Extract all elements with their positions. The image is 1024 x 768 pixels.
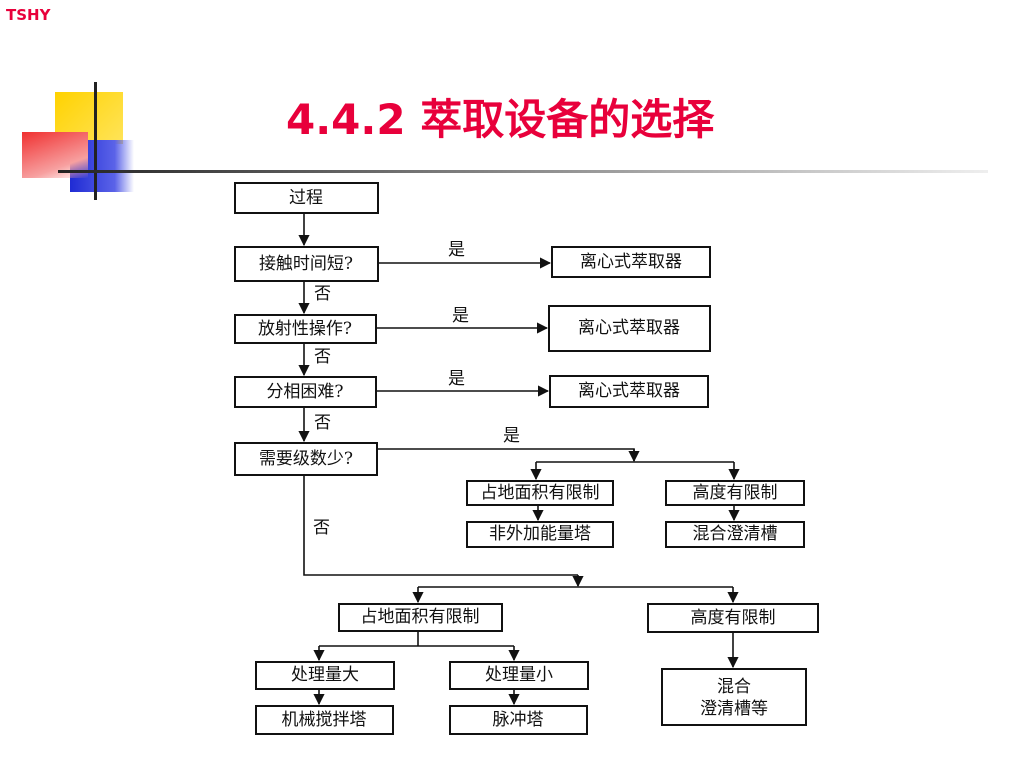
- yes-label-3: 是: [448, 369, 465, 389]
- box-q-phase-separation-text: 分相困难?: [266, 382, 343, 402]
- box-pulsed-tower: 脉冲塔: [449, 705, 588, 735]
- box-no-external-energy-tower-text: 非外加能量塔: [489, 524, 591, 544]
- box-large-throughput: 处理量大: [255, 661, 395, 690]
- no-label-3: 否: [314, 413, 331, 433]
- box-mechanical-stirred-tower: 机械搅拌塔: [255, 705, 394, 735]
- box-q-radioactive: 放射性操作?: [234, 314, 377, 344]
- box-centrifugal-1: 离心式萃取器: [551, 246, 711, 278]
- decor-vertical-line: [94, 82, 97, 200]
- decor-horizontal-rule: [58, 170, 988, 173]
- box-small-throughput-text: 处理量小: [485, 665, 553, 685]
- box-mechanical-stirred-tower-text: 机械搅拌塔: [282, 710, 367, 730]
- box-q-contact-time: 接触时间短?: [234, 246, 379, 282]
- no-label-2: 否: [314, 347, 331, 367]
- no-label-4: 否: [313, 518, 330, 538]
- yes-label-1: 是: [448, 240, 465, 260]
- yes-label-2: 是: [452, 306, 469, 326]
- box-centrifugal-2-text: 离心式萃取器: [578, 318, 680, 338]
- box-q-few-stages-text: 需要级数少?: [259, 449, 353, 469]
- no-label-1: 否: [314, 284, 331, 304]
- box-height-limited-upper-text: 高度有限制: [693, 483, 778, 503]
- box-mixer-settler-etc: 混合 澄清槽等: [661, 668, 807, 726]
- box-q-contact-time-text: 接触时间短?: [259, 254, 353, 274]
- box-area-limited-upper-text: 占地面积有限制: [481, 483, 600, 503]
- flow-connectors: [298, 213, 740, 706]
- yes-label-4: 是: [503, 426, 520, 446]
- box-start-text: 过程: [289, 188, 323, 208]
- box-area-limited-lower-text: 占地面积有限制: [361, 607, 480, 627]
- box-height-limited-lower-text: 高度有限制: [691, 608, 776, 628]
- box-centrifugal-3-text: 离心式萃取器: [578, 381, 680, 401]
- box-mixer-settler-etc-line2: 澄清槽等: [700, 699, 768, 719]
- box-centrifugal-2: 离心式萃取器: [548, 305, 711, 352]
- box-mixer-settler-etc-line1: 混合: [717, 677, 751, 697]
- box-no-external-energy-tower: 非外加能量塔: [466, 521, 614, 548]
- box-centrifugal-1-text: 离心式萃取器: [580, 252, 682, 272]
- box-small-throughput: 处理量小: [449, 661, 589, 690]
- box-centrifugal-3: 离心式萃取器: [549, 375, 709, 408]
- box-mixer-settler-upper-text: 混合澄清槽: [693, 524, 778, 544]
- box-height-limited-lower: 高度有限制: [647, 603, 819, 633]
- box-area-limited-lower: 占地面积有限制: [338, 603, 503, 632]
- box-mixer-settler-upper: 混合澄清槽: [665, 521, 805, 548]
- box-q-phase-separation: 分相困难?: [234, 376, 377, 408]
- box-q-few-stages: 需要级数少?: [234, 442, 378, 476]
- brand-logo-text: TSHY: [6, 6, 51, 24]
- slide-title: 4.4.2 萃取设备的选择: [286, 95, 715, 144]
- box-large-throughput-text: 处理量大: [291, 665, 359, 685]
- box-area-limited-upper: 占地面积有限制: [466, 480, 614, 506]
- box-pulsed-tower-text: 脉冲塔: [493, 710, 544, 730]
- box-height-limited-upper: 高度有限制: [665, 480, 805, 506]
- box-q-radioactive-text: 放射性操作?: [258, 319, 352, 339]
- box-start: 过程: [234, 182, 379, 214]
